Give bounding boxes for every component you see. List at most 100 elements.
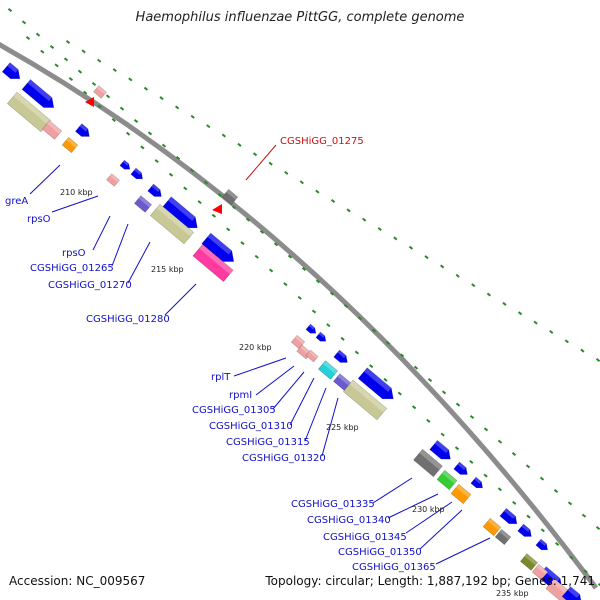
gene-block-shape (531, 563, 549, 581)
tick-mark (553, 489, 559, 493)
tick-mark (197, 200, 202, 205)
gene-block-highlight (109, 173, 120, 183)
callout-line (321, 397, 339, 457)
callout-line (29, 164, 61, 195)
callout-line (111, 223, 129, 267)
tick-mark (283, 282, 288, 287)
tick-mark (471, 283, 476, 288)
gene-block-highlight (524, 553, 538, 566)
tick-mark (439, 264, 445, 269)
callout-line (92, 215, 111, 251)
red-arrow-gene (85, 97, 94, 107)
gene-block-highlight (536, 564, 548, 575)
gene-block (93, 85, 107, 99)
tick-mark (128, 77, 133, 82)
tick-mark (340, 336, 345, 341)
tick-mark (595, 358, 600, 362)
gene-block-highlight (543, 566, 561, 582)
gene-block (75, 123, 90, 137)
tick-mark (413, 365, 419, 370)
tick-mark (397, 391, 402, 396)
gene-block (61, 136, 79, 154)
gene-block (41, 120, 63, 140)
gene-block-shape (290, 334, 306, 350)
gene-block (161, 196, 198, 229)
gene-block-shape (333, 349, 348, 363)
gene-block-highlight (487, 518, 501, 531)
gene-block-highlight (457, 462, 467, 470)
gene-block-shape (41, 120, 63, 140)
gene-block (1, 62, 21, 80)
kbp-marker-label: 220 kbp (239, 343, 272, 352)
tick-mark (329, 291, 335, 296)
gene-label: CGSHiGG_01320 (242, 453, 326, 464)
gene-block (436, 469, 458, 491)
callout-line (419, 509, 463, 550)
gene-block-highlight (79, 123, 88, 132)
gene-block-shape (149, 203, 195, 245)
tick-mark (54, 63, 59, 68)
gene-block (134, 195, 152, 213)
gene-block-shape (221, 188, 239, 206)
tick-mark (393, 236, 398, 241)
tick-mark (549, 329, 554, 334)
tick-mark (175, 156, 181, 160)
gene-block-shape (21, 79, 55, 108)
tick-mark (597, 583, 600, 587)
gene-block (482, 517, 502, 537)
callout-line (289, 377, 315, 426)
tick-mark (68, 77, 74, 82)
gene-block-highlight (295, 335, 305, 345)
gene-block-shape (6, 91, 52, 133)
gene-block-shape (106, 173, 120, 187)
gene-label: greA (5, 196, 28, 207)
gene-block-shape (201, 232, 235, 262)
tick-mark (343, 304, 349, 308)
tick-mark (112, 68, 117, 73)
gene-label: CGSHiGG_01265 (30, 263, 114, 274)
tick-mark (35, 32, 41, 37)
gene-block (333, 373, 351, 391)
gene-block (453, 461, 468, 475)
gene-block (517, 523, 532, 537)
gene-block-shape (517, 523, 532, 537)
gene-block-shape (1, 62, 21, 80)
gene-block (450, 483, 472, 505)
gene-block-highlight (168, 196, 196, 221)
gene-block-highlight (434, 440, 449, 454)
tick-mark (469, 459, 474, 464)
gene-block-highlight (349, 380, 387, 413)
tick-mark (497, 487, 503, 492)
tick-mark (81, 49, 86, 54)
gene-block-highlight (138, 195, 152, 208)
gene-block-highlight (207, 233, 232, 255)
gene-block-highlight (308, 350, 319, 359)
gene-block-shape (520, 553, 538, 571)
gene-block (535, 538, 548, 551)
gene-label: CGSHiGG_01305 (192, 405, 276, 416)
tick-mark (211, 213, 217, 218)
tick-mark (357, 316, 363, 321)
gene-block-highlight (322, 360, 338, 374)
tick-mark (21, 20, 27, 25)
gene-block-shape (147, 183, 162, 197)
tick-mark (97, 58, 102, 63)
gene-label: CGSHiGG_01270 (48, 280, 132, 291)
tick-mark (189, 168, 195, 173)
tick-mark (511, 452, 517, 456)
accession-text: Accession: NC_009567 (9, 574, 146, 588)
kbp-marker-label: 235 kbp (496, 589, 529, 598)
tick-mark (159, 96, 164, 101)
tick-mark (486, 292, 492, 297)
gene-block-highlight (337, 350, 347, 358)
tick-mark (174, 105, 180, 110)
gene-block (342, 379, 388, 421)
tick-mark (240, 241, 245, 246)
tick-mark (245, 217, 251, 222)
tick-mark (483, 473, 488, 478)
tick-mark (581, 513, 587, 518)
gene-block-shape (429, 439, 451, 460)
callout-line (405, 501, 453, 534)
gene-block-shape (305, 323, 317, 334)
kbp-marker-label: 215 kbp (151, 265, 184, 274)
